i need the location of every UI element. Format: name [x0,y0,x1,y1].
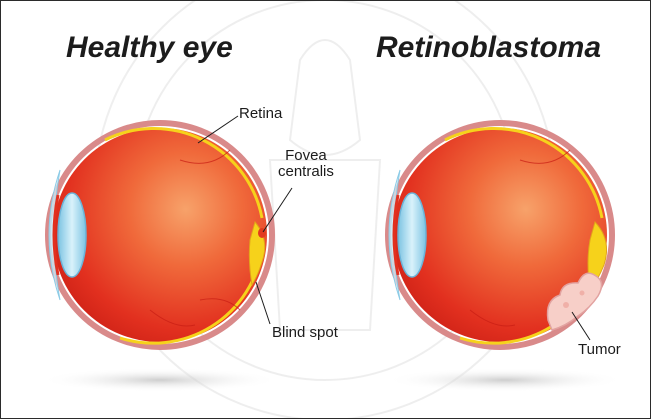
diagram-canvas: Healthy eye Retinoblastoma Retina Fovea … [0,0,651,419]
image-border [0,0,651,419]
